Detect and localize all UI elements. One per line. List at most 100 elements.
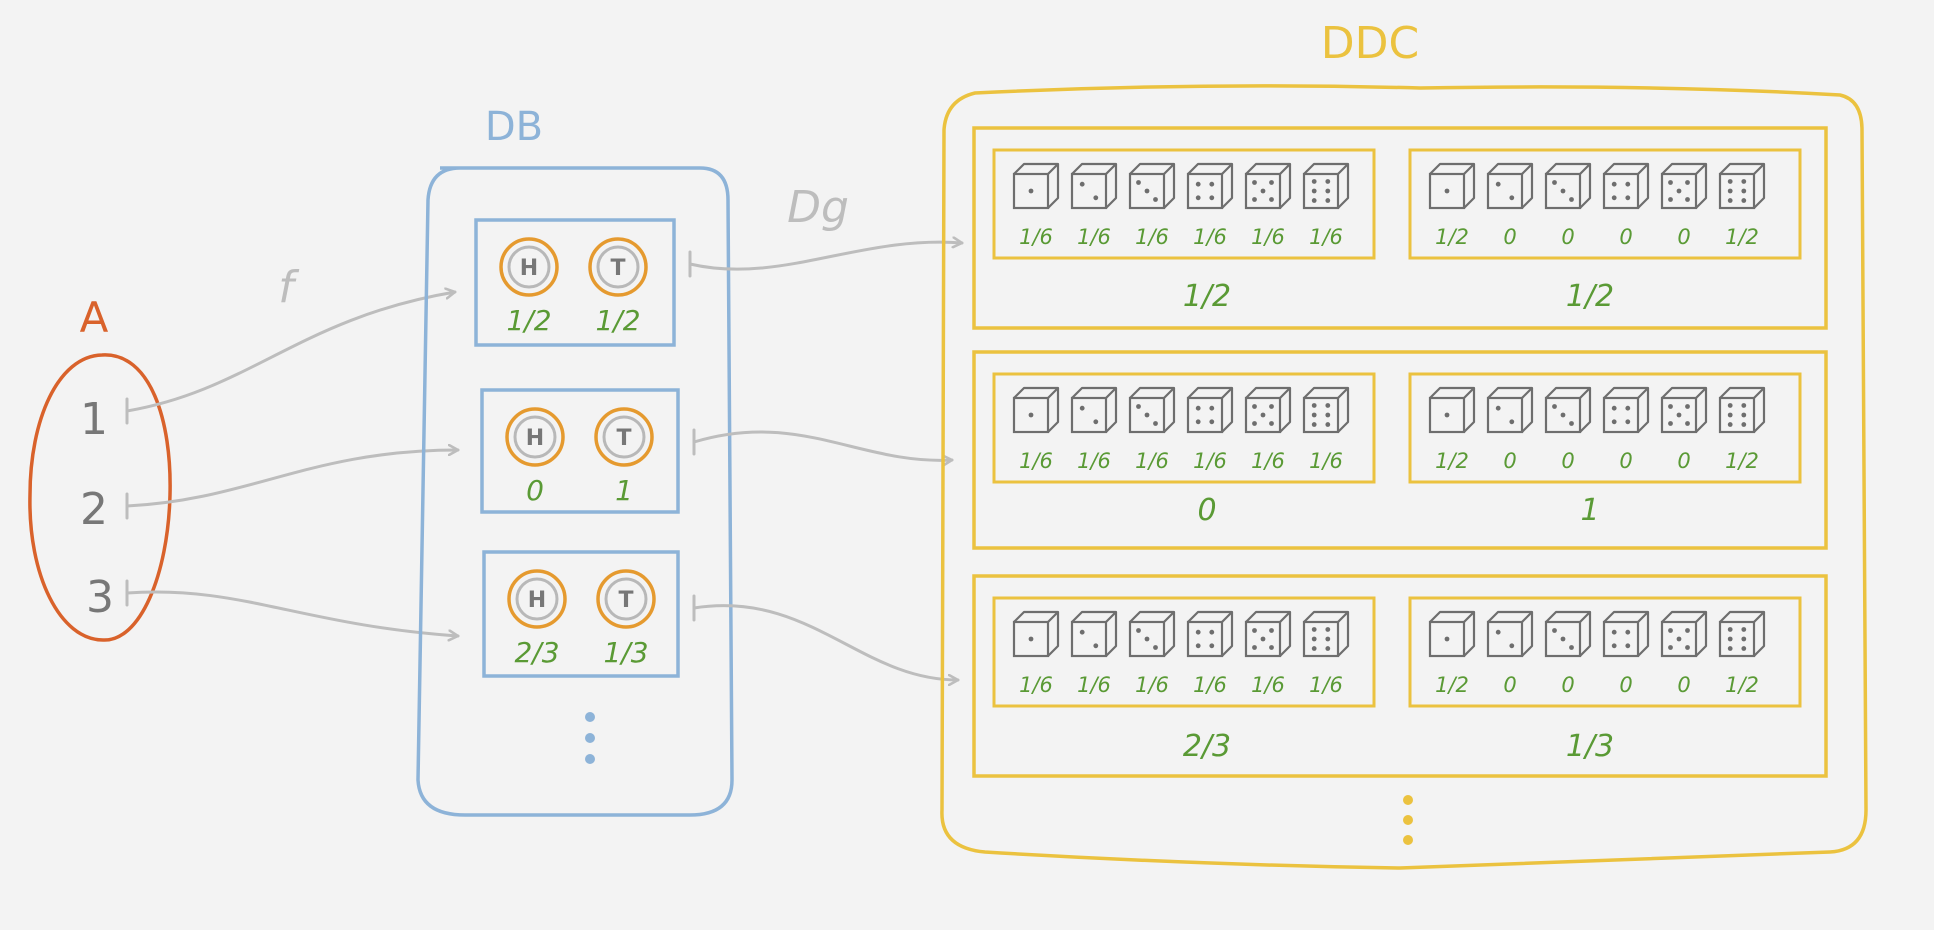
die-face-prob: 1/6 — [1309, 449, 1343, 473]
die-face-prob: 0 — [1503, 449, 1516, 473]
coin-tails-icon: T — [596, 569, 656, 629]
ddc-outline — [940, 84, 1868, 870]
die-icon-3 — [1544, 610, 1592, 658]
set-a: A 1 2 3 — [28, 293, 172, 642]
die-icon-2 — [1486, 610, 1534, 658]
die-face-prob: 1/2 — [1725, 449, 1759, 473]
arrows-dg: Dg — [688, 182, 964, 680]
die-face-prob: 1/6 — [1309, 673, 1343, 697]
die-face-prob: 1/6 — [1251, 449, 1285, 473]
mixture-weight: 1/3 — [1566, 729, 1614, 764]
die-icon-3 — [1128, 610, 1176, 658]
coin-heads-icon: H — [507, 569, 567, 629]
die-face-prob: 1/6 — [1077, 225, 1111, 249]
mixture-weight: 2/3 — [1183, 729, 1231, 764]
die-icon-5 — [1660, 610, 1708, 658]
coin-tails-icon: T — [594, 407, 654, 467]
die-icon-6 — [1718, 386, 1766, 434]
die-icon-2 — [1486, 162, 1534, 210]
die-icon-3 — [1128, 162, 1176, 210]
prob-heads: 2/3 — [514, 636, 559, 669]
mixture-weight: 1/2 — [1183, 279, 1231, 314]
f-label: f — [278, 262, 300, 313]
die-icon-3 — [1544, 386, 1592, 434]
die-face-prob: 0 — [1561, 225, 1574, 249]
die-face-prob: 1/2 — [1435, 449, 1469, 473]
die-icon-4 — [1186, 162, 1234, 210]
die-icon-1 — [1428, 162, 1476, 210]
die-face-prob: 1/6 — [1019, 673, 1053, 697]
prob-tails: 1/3 — [603, 636, 648, 669]
db-ellipsis — [585, 712, 595, 764]
db-outline — [416, 166, 734, 817]
dg-label: Dg — [787, 182, 849, 233]
die-icon-2 — [1070, 386, 1118, 434]
ddc-set: DDC 1/6 1/6 1/6 1/6 1/6 1/6 1/2 1/2 0 0 0 0 1/2 1/2 1/… — [940, 18, 1868, 870]
die-icon-5 — [1660, 386, 1708, 434]
arrow-f-2 — [125, 450, 460, 508]
die-icon-2 — [1486, 386, 1534, 434]
mixture-weight: 1 — [1580, 493, 1599, 528]
die-face-prob: 1/6 — [1193, 225, 1227, 249]
die-face-prob: 1/6 — [1193, 673, 1227, 697]
set-a-element-2: 2 — [80, 484, 108, 535]
prob-heads: 0 — [526, 474, 544, 507]
die-face-prob: 1/2 — [1725, 225, 1759, 249]
die-icon-3 — [1544, 162, 1592, 210]
die-face-prob: 1/6 — [1251, 225, 1285, 249]
die-icon-4 — [1602, 162, 1650, 210]
die-icon-2 — [1070, 610, 1118, 658]
die-icon-4 — [1186, 610, 1234, 658]
die-face-prob: 1/6 — [1135, 449, 1169, 473]
coin-face-label: T — [616, 426, 631, 451]
arrow-f-1 — [125, 292, 457, 413]
db-label: DB — [485, 104, 543, 150]
set-a-element-1: 1 — [80, 394, 108, 445]
die-face-prob: 1/6 — [1019, 225, 1053, 249]
coin-heads-icon: H — [499, 237, 559, 297]
prob-tails: 1 — [615, 474, 633, 507]
die-face-prob: 1/6 — [1019, 449, 1053, 473]
arrow-f-3 — [125, 590, 460, 636]
die-icon-4 — [1186, 386, 1234, 434]
die-face-prob: 1/6 — [1251, 673, 1285, 697]
die-face-prob: 1/6 — [1077, 449, 1111, 473]
ddc-label: DDC — [1321, 18, 1419, 69]
die-face-prob: 0 — [1561, 673, 1574, 697]
die-icon-1 — [1428, 610, 1476, 658]
die-icon-6 — [1302, 162, 1350, 210]
die-icon-6 — [1718, 610, 1766, 658]
die-icon-5 — [1244, 162, 1292, 210]
arrow-dg-2 — [692, 430, 954, 460]
prob-tails: 1/2 — [595, 304, 640, 337]
arrows-f: f — [125, 262, 460, 636]
ddc-ellipsis — [1403, 795, 1413, 845]
die-face-prob: 0 — [1677, 449, 1690, 473]
die-face-prob: 1/6 — [1193, 449, 1227, 473]
die-icon-4 — [1602, 610, 1650, 658]
db-coin-box: H1/2T1/2 — [474, 218, 676, 347]
die-icon-6 — [1718, 162, 1766, 210]
die-face-prob: 0 — [1503, 673, 1516, 697]
coin-face-label: H — [528, 588, 546, 613]
arrow-dg-1 — [688, 242, 964, 271]
die-icon-5 — [1244, 610, 1292, 658]
die-icon-1 — [1012, 162, 1060, 210]
coin-face-label: H — [520, 256, 538, 281]
die-face-prob: 0 — [1503, 225, 1516, 249]
die-icon-1 — [1012, 386, 1060, 434]
die-face-prob: 0 — [1677, 673, 1690, 697]
mixture-weight: 0 — [1197, 493, 1216, 528]
die-icon-4 — [1602, 386, 1650, 434]
die-face-prob: 1/6 — [1135, 673, 1169, 697]
die-icon-2 — [1070, 162, 1118, 210]
